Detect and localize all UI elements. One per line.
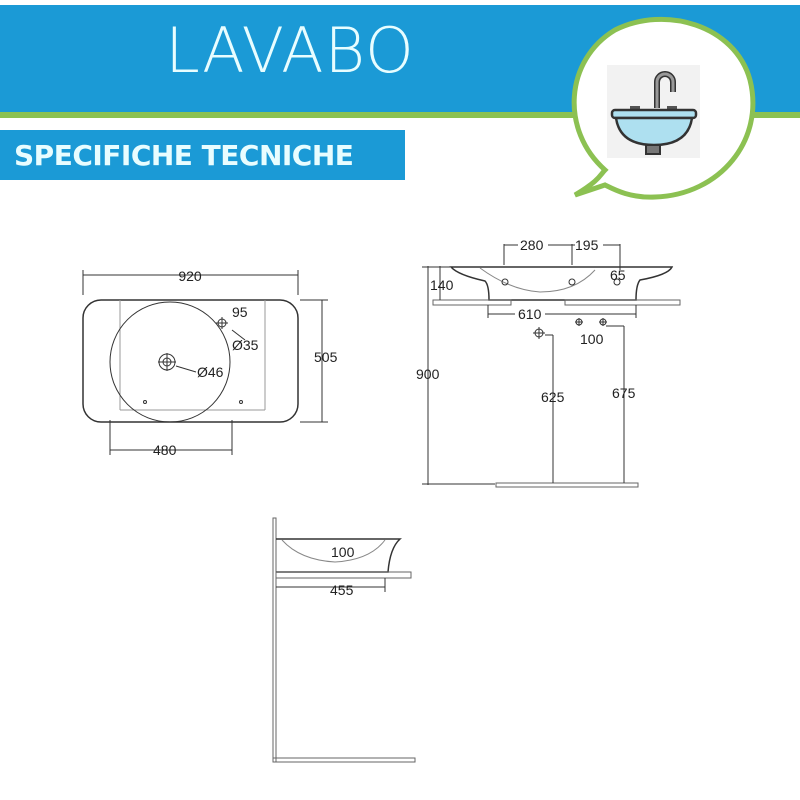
subtitle: SPECIFICHE TECNICHE [14,139,354,172]
dim-support: 610 [518,306,542,322]
dim-projection: 455 [330,582,354,598]
dim-floor-height: 900 [416,366,440,382]
dim-bowl-depth: 100 [331,544,355,560]
subtitle-box [0,130,405,180]
header-divider [0,112,800,118]
dim-bowl-offset: 480 [153,442,177,458]
dim-supply-height: 675 [612,385,636,401]
page-title: LAVABO [165,14,415,87]
front-view [422,244,681,488]
dim-width: 920 [178,268,202,284]
dim-height: 140 [430,277,454,293]
dim-drain-height: 625 [541,389,565,405]
dim-tap-hole: Ø35 [232,337,259,353]
top-view [82,270,328,455]
dim-tap-b: 195 [575,237,599,253]
dim-drain: Ø46 [197,364,224,380]
dim-tap-offset: 95 [232,304,248,320]
side-view [272,517,416,763]
dim-tap-a: 280 [520,237,544,253]
dim-depth: 505 [314,349,338,365]
dim-overflow: 65 [610,267,626,283]
dim-pipe-spacing: 100 [580,331,604,347]
sink-icon [607,65,700,158]
